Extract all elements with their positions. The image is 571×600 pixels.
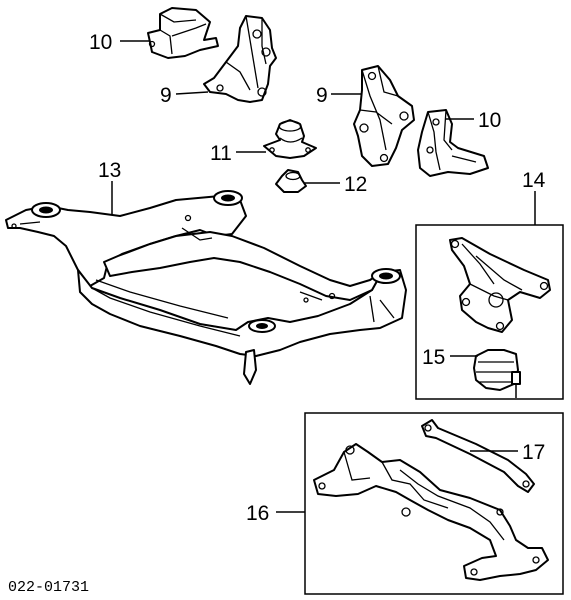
engine-mount-part-15 bbox=[473, 349, 521, 398]
subframe-part-13 bbox=[5, 190, 407, 385]
callout-13: 13 bbox=[98, 159, 121, 182]
callout-10-left: 10 bbox=[89, 31, 112, 54]
support-rod-part-17 bbox=[421, 419, 535, 493]
leader-lines bbox=[111, 40, 536, 513]
mount-arm-part-14 bbox=[449, 237, 551, 333]
callout-11: 11 bbox=[210, 142, 232, 165]
callout-9-left: 9 bbox=[160, 84, 172, 107]
damper-part-12 bbox=[275, 169, 307, 193]
crossmember-part-16 bbox=[313, 443, 549, 581]
detail-box-14 bbox=[415, 224, 564, 400]
bracket-part-10-right bbox=[417, 109, 489, 177]
callout-12: 12 bbox=[344, 173, 367, 196]
leader-9-left bbox=[175, 91, 209, 95]
rubber-mount-part-11 bbox=[263, 119, 317, 159]
callout-16: 16 bbox=[246, 502, 269, 525]
callout-9-right: 9 bbox=[316, 84, 328, 107]
callout-10-right: 10 bbox=[478, 109, 501, 132]
callout-15: 15 bbox=[422, 346, 445, 369]
diagram-code: 022-01731 bbox=[8, 579, 89, 596]
callout-14: 14 bbox=[522, 169, 546, 192]
bracket-part-10-left bbox=[147, 7, 219, 59]
mount-bracket-part-9-right bbox=[353, 65, 415, 167]
mount-bracket-part-9-left bbox=[203, 15, 277, 103]
detail-box-16 bbox=[304, 412, 564, 595]
callout-17: 17 bbox=[522, 441, 545, 464]
